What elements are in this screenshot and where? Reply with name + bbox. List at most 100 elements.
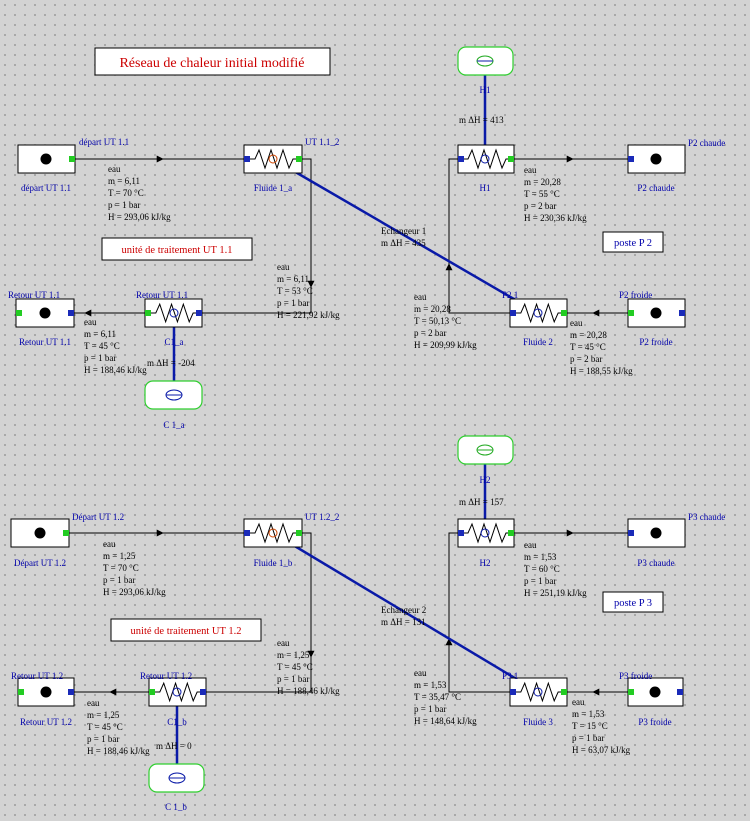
annotation-ech2-line1: Echangeur 2 — [381, 605, 426, 615]
node-label-top: P2 chaude — [688, 138, 725, 148]
svg-text:T = 55 °C: T = 55 °C — [524, 189, 560, 199]
svg-text:H = 188,46 kJ/kg: H = 188,46 kJ/kg — [84, 365, 147, 375]
utility-c1a: C 1_a — [144, 380, 203, 430]
svg-text:p = 1 bar: p = 1 bar — [108, 200, 140, 210]
annotation-h2-dh: m ΔH = 157 — [459, 497, 504, 507]
svg-text:eau: eau — [277, 262, 290, 272]
svg-text:unité de traitement UT 1.2: unité de traitement UT 1.2 — [131, 626, 242, 637]
svg-text:T = 45 °C: T = 45 °C — [84, 341, 120, 351]
exchanger-label-top: UT 1.2_2 — [305, 512, 339, 522]
node-label-bottom: Retour UT 1.2 — [20, 717, 72, 727]
svg-text:m = 6,11: m = 6,11 — [84, 329, 116, 339]
label-unite-1: unité de traitement UT 1.1 — [101, 237, 253, 261]
utility-label: H2 — [480, 475, 491, 485]
svg-text:eau: eau — [572, 697, 585, 707]
svg-text:H = 293,06 kJ/kg: H = 293,06 kJ/kg — [103, 587, 166, 597]
exchanger-label-bottom: C1_a — [165, 337, 184, 347]
svg-text:eau: eau — [103, 539, 116, 549]
svg-text:eau: eau — [414, 292, 427, 302]
diagram-title: Réseau de chaleur initial modifié — [119, 56, 304, 71]
svg-text:H = 188,46 kJ/kg: H = 188,46 kJ/kg — [277, 686, 340, 696]
node-label-bottom: P3 froide — [638, 717, 671, 727]
label-poste-p2: poste P 2 — [602, 231, 664, 253]
svg-text:unité de traitement UT 1.1: unité de traitement UT 1.1 — [122, 245, 233, 256]
exchanger-p21: P2 1 Fluide 2 — [502, 290, 568, 347]
exchanger-label-top: P2 1 — [502, 290, 518, 300]
annotation-c1a-dh: m ΔH = -204 — [147, 358, 195, 368]
svg-text:H = 148,64 kJ/kg: H = 148,64 kJ/kg — [414, 716, 477, 726]
annotation-ech1-line2: m ΔH = 435 — [381, 238, 426, 248]
node-retour-12: Retour UT 1.2 Retour UT 1.2 — [11, 671, 75, 727]
svg-text:m = 1,53: m = 1,53 — [572, 709, 605, 719]
node-depart-12: Départ UT 1.2 Départ UT 1.2 — [10, 512, 124, 568]
exchanger-label-bottom: Fluide 2 — [523, 337, 553, 347]
svg-text:T = 70 °C: T = 70 °C — [103, 563, 139, 573]
annotation-h1-dh: m ΔH = 413 — [459, 115, 504, 125]
svg-text:p = 1 bar: p = 1 bar — [277, 674, 309, 684]
node-label-top: P2 froide — [619, 290, 652, 300]
svg-text:T = 45 °C: T = 45 °C — [277, 662, 313, 672]
svg-text:p = 1 bar: p = 1 bar — [572, 733, 604, 743]
annotation-c1b-dh: m ΔH = 0 — [156, 741, 192, 751]
exchanger-ut11: UT 1.1_2 Fluide 1_a — [243, 137, 339, 193]
exchanger-label-top: Retour UT 1.2 — [140, 671, 192, 681]
label-unite-2: unité de traitement UT 1.2 — [110, 618, 262, 642]
exchanger-h1: H1 — [457, 144, 515, 193]
svg-text:H = 63,07 kJ/kg: H = 63,07 kJ/kg — [572, 745, 631, 755]
svg-text:H = 230,36 kJ/kg: H = 230,36 kJ/kg — [524, 213, 587, 223]
utility-h2: H2 — [457, 435, 514, 485]
svg-text:H = 188,46 kJ/kg: H = 188,46 kJ/kg — [87, 746, 150, 756]
svg-text:H = 221,92 kJ/kg: H = 221,92 kJ/kg — [277, 310, 340, 320]
exchanger-label-bottom: Fluide 1_a — [254, 183, 292, 193]
svg-text:eau: eau — [84, 317, 97, 327]
exchanger-label-top: P3 1 — [502, 671, 518, 681]
node-label-bottom: Départ UT 1.2 — [14, 558, 66, 568]
svg-text:m = 1,53: m = 1,53 — [414, 680, 447, 690]
exchanger-label-top: Retour UT 1.1 — [136, 290, 188, 300]
node-label-top: P3 chaude — [688, 512, 725, 522]
svg-text:eau: eau — [87, 698, 100, 708]
svg-text:T = 60 °C: T = 60 °C — [524, 564, 560, 574]
svg-text:eau: eau — [524, 165, 537, 175]
exchanger-label-bottom: Fluide 3 — [523, 717, 553, 727]
svg-text:poste P 3: poste P 3 — [614, 598, 652, 609]
svg-text:m = 6,11: m = 6,11 — [277, 274, 309, 284]
exchanger-c1a: Retour UT 1.1 C1_a — [136, 290, 203, 347]
exchanger-label-top: UT 1.1_2 — [305, 137, 339, 147]
svg-text:T = 45 °C: T = 45 °C — [87, 722, 123, 732]
flow-ut12-c1b — [206, 532, 312, 693]
node-p2-chaude: P2 chaude P2 chaude — [627, 138, 725, 193]
node-retour-11: Retour UT 1.1 Retour UT 1.1 — [8, 290, 75, 347]
svg-text:eau: eau — [108, 164, 121, 174]
svg-text:eau: eau — [277, 638, 290, 648]
svg-text:T = 15 °C: T = 15 °C — [572, 721, 608, 731]
svg-text:m = 20,28: m = 20,28 — [524, 177, 561, 187]
node-label-top: départ UT 1.1 — [79, 137, 129, 147]
exchanger-ut12: UT 1.2_2 Fluide 1_b — [243, 512, 339, 568]
node-label-bottom: P2 chaude — [637, 183, 674, 193]
flow-p21-h1 — [448, 158, 510, 314]
node-label-top: Départ UT 1.2 — [72, 512, 124, 522]
exchanger-p31: P3 1 Fluide 3 — [502, 671, 568, 727]
node-p2-froide: P2 froide P2 froide — [619, 290, 686, 347]
svg-text:m = 20,28: m = 20,28 — [414, 304, 451, 314]
label-poste-p3: poste P 3 — [602, 591, 664, 613]
utility-label: C 1_b — [165, 802, 187, 812]
node-label-top: P3 froide — [619, 671, 652, 681]
svg-text:H = 209,99 kJ/kg: H = 209,99 kJ/kg — [414, 340, 477, 350]
annotations: m ΔH = 413 m ΔH = -204 m ΔH = 157 m ΔH =… — [147, 115, 504, 751]
svg-text:p = 1 bar: p = 1 bar — [87, 734, 119, 744]
annotation-ech1-line1: Echangeur 1 — [381, 226, 426, 236]
svg-text:m = 1,53: m = 1,53 — [524, 552, 557, 562]
svg-text:H = 293,06 kJ/kg: H = 293,06 kJ/kg — [108, 212, 171, 222]
node-label-bottom: P2 froide — [639, 337, 672, 347]
